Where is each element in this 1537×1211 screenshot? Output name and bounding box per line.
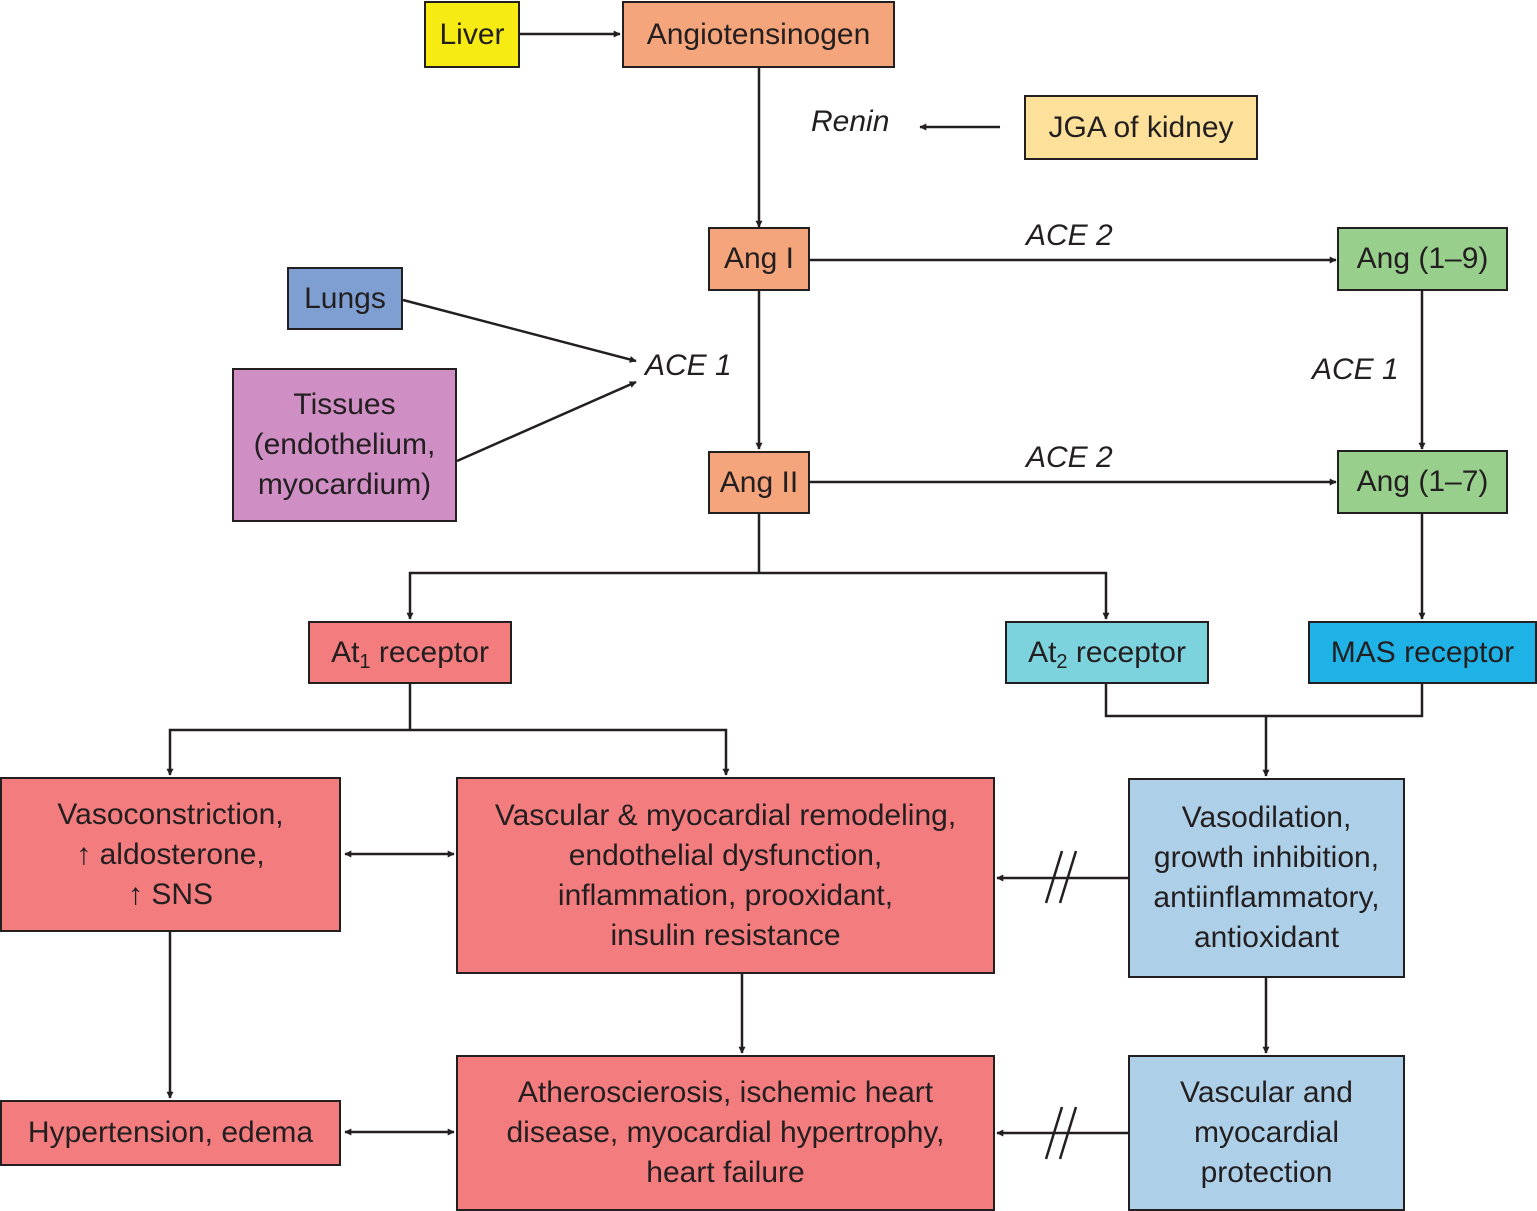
ang2-label: Ang II — [719, 465, 799, 499]
mas-receptor-box: MAS receptor — [1308, 621, 1537, 684]
at2-receptor-label: At2 receptor — [1028, 635, 1186, 673]
liver-box: Liver — [424, 1, 520, 68]
protection-line: Vascular and — [1180, 1076, 1353, 1109]
remodeling-line: insulin resistance — [610, 918, 841, 952]
connector-at2-mas-merge — [1104, 684, 1424, 718]
atherosclerosis-line: Atheroscierosis, ischemic heart — [517, 1076, 934, 1109]
angiotensinogen-box: Angiotensinogen — [622, 1, 895, 68]
arrow-ang2-at2 — [759, 571, 1110, 620]
ang17-label: Ang (1–7) — [1356, 465, 1489, 498]
inhibit-slash — [1044, 850, 1064, 904]
vasodilation-box: Vasodilation, growth inhibition, antiinf… — [1128, 778, 1405, 978]
ace2-label-bottom: ACE 2 — [1026, 441, 1113, 474]
vasodilation-line: growth inhibition, — [1153, 841, 1380, 874]
liver-label: Liver — [439, 17, 505, 51]
arrow-lungs-ace1 — [402, 298, 637, 363]
tissues-line: (endothelium, — [253, 428, 436, 461]
ace1-label-right: ACE 1 — [1312, 353, 1399, 386]
ang1-label: Ang I — [723, 242, 795, 275]
at1-receptor-box: At1 receptor — [308, 621, 512, 684]
ang1-box: Ang I — [708, 227, 810, 291]
tissues-line: Tissues — [293, 388, 396, 421]
mas-receptor-label: MAS receptor — [1330, 635, 1515, 669]
vasodilation-line: antiinflammatory, — [1153, 881, 1380, 914]
remodeling-line: endothelial dysfunction, — [568, 838, 883, 872]
ang19-label: Ang (1–9) — [1356, 242, 1489, 275]
atherosclerosis-box: Atheroscierosis, ischemic heart disease,… — [456, 1055, 995, 1211]
atherosclerosis-line: heart failure — [646, 1156, 805, 1189]
angiotensinogen-label: Angiotensinogen — [646, 17, 871, 51]
arrow-tissues-ace1 — [456, 380, 637, 463]
ang19-box: Ang (1–9) — [1337, 227, 1508, 291]
at2-receptor-box: At2 receptor — [1005, 621, 1209, 684]
tissues-line: myocardium) — [257, 468, 432, 501]
lungs-label: Lungs — [304, 281, 386, 315]
ace2-label-top: ACE 2 — [1026, 219, 1113, 252]
vasoconstriction-line: ↑ SNS — [127, 877, 214, 911]
ace1-label-left: ACE 1 — [645, 349, 732, 382]
renin-label: Renin — [811, 105, 890, 138]
inhibit-slash — [1044, 1106, 1064, 1160]
vasodilation-line: antioxidant — [1193, 921, 1340, 954]
vasoconstriction-line: ↑ aldosterone, — [76, 837, 265, 871]
protection-line: protection — [1200, 1156, 1333, 1189]
remodeling-line: Vascular & myocardial remodeling, — [494, 798, 957, 832]
at1-receptor-label: At1 receptor — [331, 635, 489, 673]
remodeling-box: Vascular & myocardial remodeling, endoth… — [456, 777, 995, 974]
atherosclerosis-line: disease, myocardial hypertrophy, — [506, 1116, 945, 1149]
tissues-box: Tissues (endothelium, myocardium) — [232, 368, 457, 522]
lungs-box: Lungs — [287, 267, 403, 330]
inhibit-slash — [1058, 850, 1078, 904]
inhibit-slash — [1058, 1106, 1078, 1160]
jga-label: JGA of kidney — [1048, 110, 1234, 144]
vasodilation-line: Vasodilation, — [1181, 801, 1352, 834]
protection-box: Vascular and myocardial protection — [1128, 1055, 1405, 1211]
remodeling-line: inflammation, prooxidant, — [557, 878, 894, 912]
protection-line: myocardial — [1193, 1116, 1340, 1149]
vasoconstriction-box: Vasoconstriction, ↑ aldosterone, ↑ SNS — [0, 777, 341, 932]
arrow-ang2-at1 — [406, 571, 759, 620]
ang2-box: Ang II — [708, 451, 810, 514]
arrow-at1-vasoconstriction — [166, 728, 410, 776]
vasoconstriction-line: Vasoconstriction, — [57, 797, 284, 831]
arrow-at1-remodeling — [410, 728, 730, 776]
hypertension-label: Hypertension, edema — [27, 1116, 314, 1149]
ang17-box: Ang (1–7) — [1337, 450, 1508, 514]
jga-box: JGA of kidney — [1024, 95, 1258, 160]
hypertension-box: Hypertension, edema — [0, 1100, 341, 1166]
